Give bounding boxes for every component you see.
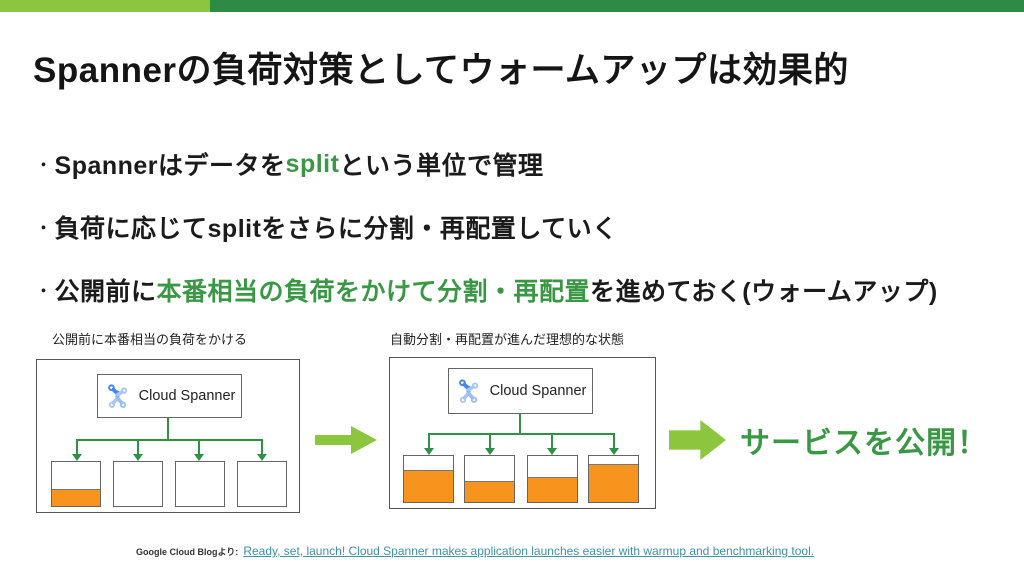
split-box [464, 455, 515, 503]
bullet-item-2: ・ 負荷に応じてsplitをさらに分割・再配置していく [36, 209, 618, 245]
connector-vline [489, 433, 491, 448]
bullet-item-3: ・ 公開前に 本番相当の負荷をかけて分割・再配置 を進めておく(ウォームアップ) [36, 272, 938, 308]
cloud-spanner-label: Cloud Spanner [489, 383, 587, 399]
diagram-caption-before: 公開前に本番相当の負荷をかける [52, 332, 248, 347]
bullet-marker: ・ [36, 282, 52, 300]
source-link[interactable]: Ready, set, launch! Cloud Spanner makes … [243, 544, 815, 558]
flow-arrow-icon [669, 420, 726, 460]
connector-vline [428, 433, 430, 448]
split-box [51, 461, 101, 507]
page-title: Spannerの負荷対策としてウォームアップは効果的 [33, 51, 849, 90]
split-box [588, 455, 639, 503]
bullet-marker: ・ [36, 219, 52, 237]
split-box [237, 461, 287, 507]
connector-hline [428, 433, 615, 435]
footer: Google Cloud Blogより: Ready, set, launch!… [136, 544, 814, 558]
connector-vline [261, 439, 263, 454]
cloud-spanner-icon [458, 378, 478, 403]
bullet-text-segment-highlight: 本番相当の負荷をかけて分割・再配置 [156, 278, 591, 306]
arrow-down-icon [485, 448, 495, 455]
arrow-down-icon [424, 448, 434, 455]
connector-vline [198, 439, 200, 454]
split-box [403, 455, 454, 503]
connector-vline [551, 433, 553, 448]
flow-arrow-icon [315, 426, 377, 454]
arrow-down-icon [72, 454, 82, 461]
bullet-text-segment: を進めておく(ウォームアップ) [590, 278, 938, 306]
connector-vline [613, 433, 615, 448]
bullet-item-1: ・ Spannerはデータを split という単位で管理 [36, 146, 543, 182]
diagram-caption-after: 自動分割・再配置が進んだ理想的な状態 [390, 332, 625, 347]
split-fill [404, 469, 453, 502]
footer-source-label: Google Cloud Blogより: [136, 547, 239, 557]
topbar-accent-light [0, 0, 210, 12]
topbar-accent-dark [210, 0, 1024, 12]
split-fill [52, 489, 100, 506]
arrow-down-icon [547, 448, 557, 455]
cloud-spanner-icon [107, 383, 127, 408]
cloud-spanner-node-before: Cloud Spanner [97, 374, 242, 418]
connector-stub [519, 414, 521, 435]
outcome-label: サービスを公開！ [740, 427, 988, 460]
bullet-text-segment: という単位で管理 [339, 152, 544, 180]
arrow-down-icon [133, 454, 143, 461]
cloud-spanner-node-after: Cloud Spanner [448, 368, 593, 414]
connector-hline [76, 439, 263, 441]
split-box [113, 461, 163, 507]
bullet-text-segment: 公開前に [54, 278, 157, 306]
bullet-text-segment: Spannerはデータを [54, 152, 286, 180]
split-box [527, 455, 578, 503]
arrow-down-icon [194, 454, 204, 461]
connector-vline [76, 439, 78, 454]
split-box [175, 461, 225, 507]
bullet-marker: ・ [36, 156, 52, 174]
split-fill [589, 463, 638, 502]
arrow-down-icon [609, 448, 619, 455]
connector-stub [167, 418, 169, 439]
arrow-down-icon [257, 454, 267, 461]
split-fill [465, 481, 514, 502]
bullet-text-segment: 負荷に応じてsplitをさらに分割・再配置していく [54, 215, 618, 243]
cloud-spanner-label: Cloud Spanner [138, 388, 236, 404]
split-fill [528, 476, 577, 502]
bullet-text-segment-highlight: split [285, 149, 340, 178]
connector-vline [137, 439, 139, 454]
